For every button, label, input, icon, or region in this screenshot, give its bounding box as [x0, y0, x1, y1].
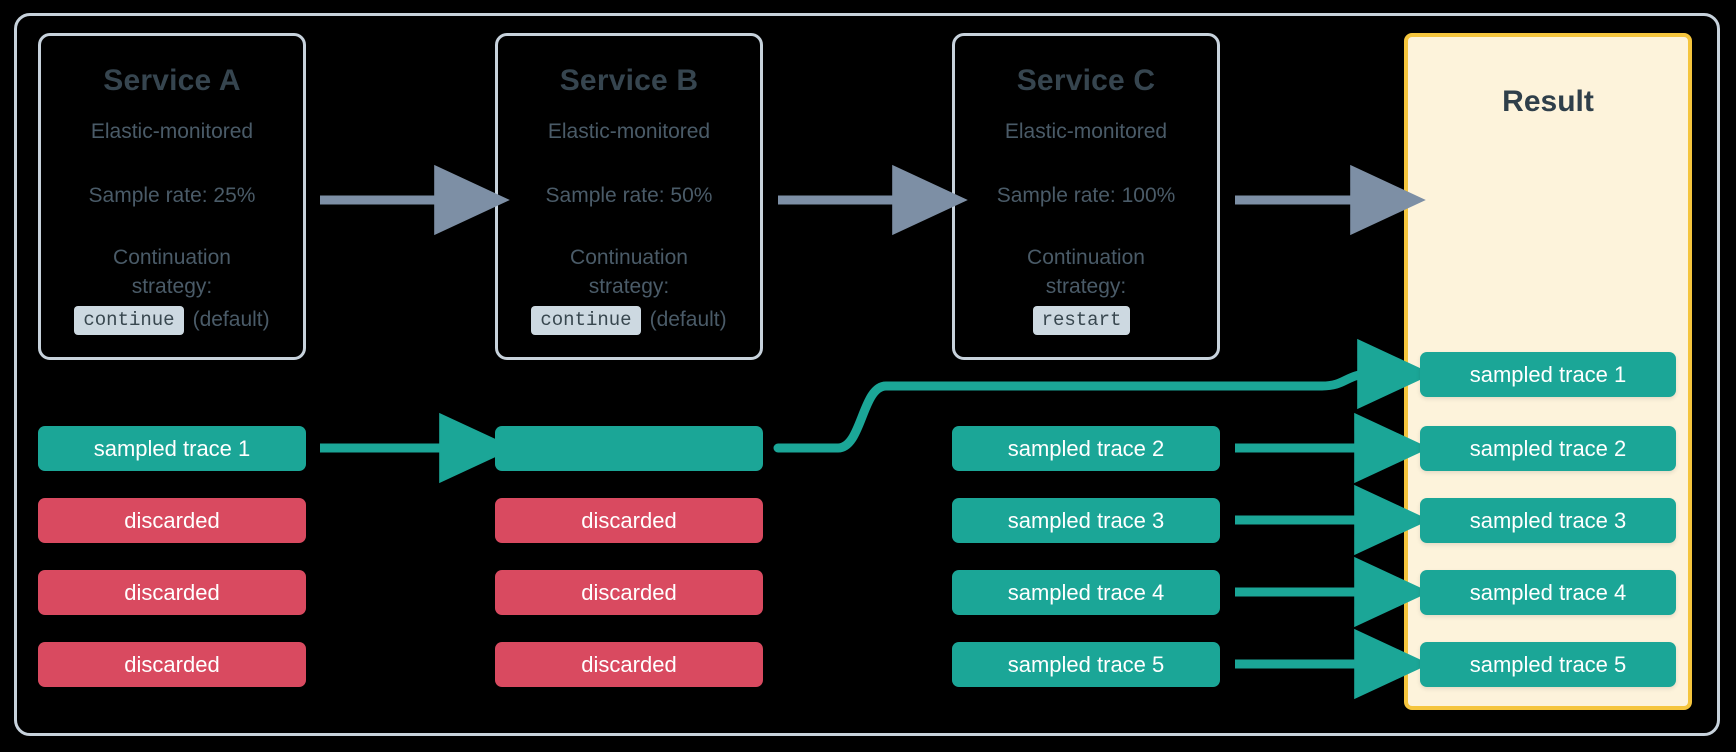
- trace-chip-b-4[interactable]: discarded: [495, 642, 763, 687]
- service-a-sample-rate: Sample rate: 25%: [88, 184, 256, 207]
- service-b-strategy-note: (default): [649, 308, 727, 332]
- service-a-title: Service A: [103, 64, 241, 97]
- service-a-strategy-code: continue: [74, 305, 184, 335]
- service-c-monitored: Elastic-monitored: [1004, 120, 1168, 143]
- service-b-strategy-line2: strategy:: [588, 274, 670, 298]
- service-b-strategy-line1: Continuation: [570, 246, 688, 269]
- trace-chip-c-2[interactable]: sampled trace 3: [952, 498, 1220, 543]
- service-c-strategy-value-row: restart: [1032, 305, 1140, 335]
- trace-chip-a-2[interactable]: discarded: [38, 498, 306, 543]
- service-c-strategy-code: restart: [1032, 305, 1131, 335]
- trace-chip-c-4-label: sampled trace 5: [1007, 651, 1165, 677]
- trace-chip-c-3[interactable]: sampled trace 4: [952, 570, 1220, 615]
- service-b-strategy-code: continue: [531, 305, 641, 335]
- result-chip-2[interactable]: sampled trace 2: [1420, 426, 1676, 471]
- service-a-strategy-line1: Continuation: [113, 246, 231, 269]
- trace-chip-a-3[interactable]: discarded: [38, 570, 306, 615]
- result-chip-1[interactable]: sampled trace 1: [1420, 352, 1676, 397]
- trace-chip-c-4[interactable]: sampled trace 5: [952, 642, 1220, 687]
- service-card-b: Service B Elastic-monitored Sample rate:…: [495, 33, 763, 360]
- trace-chip-b-2[interactable]: discarded: [495, 498, 763, 543]
- trace-chip-a-2-label: discarded: [124, 507, 220, 533]
- service-c-sample-rate: Sample rate: 100%: [996, 184, 1176, 207]
- service-b-monitored: Elastic-monitored: [547, 120, 711, 143]
- service-card-c: Service C Elastic-monitored Sample rate:…: [952, 33, 1220, 360]
- trace-chip-b-3[interactable]: discarded: [495, 570, 763, 615]
- trace-chip-c-1[interactable]: sampled trace 2: [952, 426, 1220, 471]
- service-b-strategy-label: Continuation strategy:: [570, 244, 688, 302]
- service-b-sample-rate: Sample rate: 50%: [545, 184, 713, 207]
- service-c-title: Service C: [1016, 64, 1156, 97]
- result-chip-1-label: sampled trace 1: [1469, 361, 1627, 387]
- service-card-a: Service A Elastic-monitored Sample rate:…: [38, 33, 306, 360]
- trace-chip-c-3-label: sampled trace 4: [1007, 579, 1165, 605]
- service-a-monitored: Elastic-monitored: [90, 120, 254, 143]
- result-title: Result: [1502, 85, 1594, 118]
- service-a-strategy-label: Continuation strategy:: [113, 244, 231, 302]
- result-chip-3-label: sampled trace 3: [1469, 507, 1627, 533]
- trace-chip-b-2-label: discarded: [581, 507, 677, 533]
- trace-chip-a-1-label: sampled trace 1: [93, 435, 251, 461]
- trace-chip-b-4-label: discarded: [581, 651, 677, 677]
- service-c-strategy-line2: strategy:: [1045, 274, 1127, 298]
- service-a-strategy-line2: strategy:: [131, 274, 213, 298]
- result-chip-5[interactable]: sampled trace 5: [1420, 642, 1676, 687]
- service-a-strategy-note: (default): [192, 308, 270, 332]
- trace-chip-a-3-label: discarded: [124, 579, 220, 605]
- result-chip-5-label: sampled trace 5: [1469, 651, 1627, 677]
- service-a-strategy-value-row: continue (default): [74, 305, 270, 335]
- result-chip-4[interactable]: sampled trace 4: [1420, 570, 1676, 615]
- service-c-strategy-label: Continuation strategy:: [1027, 244, 1145, 302]
- service-b-title: Service B: [559, 64, 699, 97]
- result-chip-4-label: sampled trace 4: [1469, 579, 1627, 605]
- service-b-strategy-value-row: continue (default): [531, 305, 727, 335]
- trace-chip-a-4[interactable]: discarded: [38, 642, 306, 687]
- trace-chip-b-1[interactable]: [495, 426, 763, 471]
- result-chip-3[interactable]: sampled trace 3: [1420, 498, 1676, 543]
- trace-chip-c-2-label: sampled trace 3: [1007, 507, 1165, 533]
- trace-chip-b-3-label: discarded: [581, 579, 677, 605]
- trace-chip-a-4-label: discarded: [124, 651, 220, 677]
- service-c-strategy-line1: Continuation: [1027, 246, 1145, 269]
- result-chip-2-label: sampled trace 2: [1469, 435, 1627, 461]
- trace-chip-c-1-label: sampled trace 2: [1007, 435, 1165, 461]
- trace-chip-a-1[interactable]: sampled trace 1: [38, 426, 306, 471]
